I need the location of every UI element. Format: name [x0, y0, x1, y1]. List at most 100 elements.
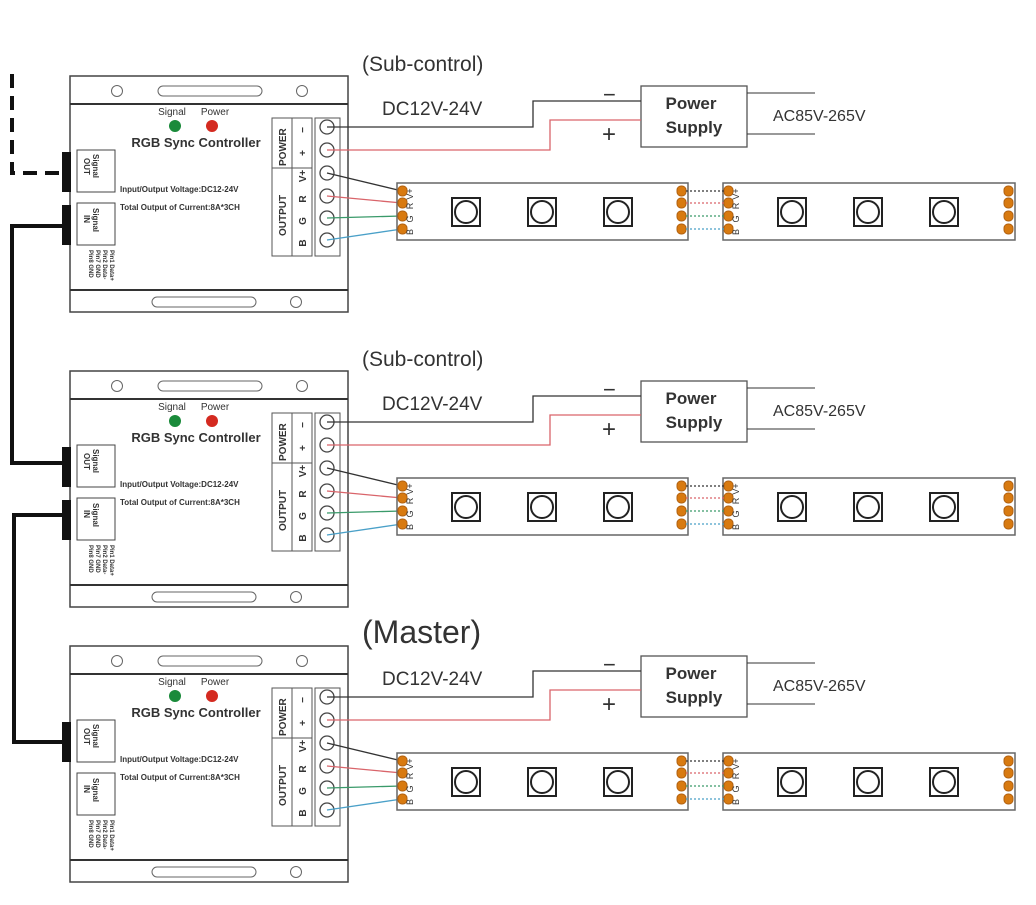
signal-cables: [10, 74, 62, 744]
led-strip-1: V+RGB: [396, 182, 689, 241]
led-lens-icon: [780, 200, 804, 224]
strip-pin-label: R: [405, 772, 415, 779]
signal-led-label: Signal: [158, 107, 186, 118]
solder-pad: [676, 185, 687, 197]
led-lens-icon: [606, 200, 630, 224]
strip-pin-label: G: [405, 215, 415, 222]
mount-slot: [157, 380, 263, 392]
signal-cable-row2-to-row3: [12, 513, 62, 744]
plus-label: +: [602, 691, 616, 718]
terminal-label-3: V+: [298, 740, 309, 753]
pin-label: Pin7 GND: [94, 820, 100, 848]
solder-pad: [676, 210, 687, 222]
signal-out-label: OUT: [82, 158, 91, 175]
solder-pad: [1003, 755, 1014, 767]
signal-in-label: IN: [82, 785, 91, 793]
wire-output-B: [326, 228, 403, 241]
led-lens-icon: [454, 495, 478, 519]
strip-pin-label: B: [731, 229, 741, 235]
pin-label: Pin8 GND: [87, 250, 93, 278]
role-label: (Sub-control): [362, 348, 483, 371]
led-lens-icon: [606, 495, 630, 519]
wire-output-B: [326, 798, 403, 811]
power-led-icon: [206, 690, 218, 702]
output-group-label: OUTPUT: [278, 490, 289, 531]
wire-output-V+: [326, 172, 403, 192]
spec-current: Total Output of Current:8A*3CH: [120, 498, 240, 507]
solder-pad: [1003, 793, 1014, 805]
signal-led-label: Signal: [158, 402, 186, 413]
solder-pad: [676, 793, 687, 805]
power-supply-label: Power: [665, 664, 716, 683]
pin-label: Pin1 Data+: [108, 820, 114, 851]
terminal-label-2: +: [298, 720, 309, 726]
signal-out-plug: [62, 152, 71, 192]
signal-out-port: [76, 444, 116, 488]
power-supply-box: [640, 85, 748, 148]
signal-out-port: [76, 719, 116, 763]
power-supply-label: Power: [665, 94, 716, 113]
led-lens-icon: [530, 770, 554, 794]
solder-pad: [676, 518, 687, 530]
wire-output-R: [326, 765, 403, 774]
power-supply-label: Supply: [666, 413, 723, 432]
terminal-label-2: +: [298, 150, 309, 156]
strip-pin-label: G: [731, 785, 741, 792]
mount-hole-icon: [111, 655, 123, 667]
wire-output-R: [326, 195, 403, 204]
solder-pad: [1003, 223, 1014, 235]
wire-output-V+: [326, 742, 403, 762]
power-led-icon: [206, 120, 218, 132]
solder-pad: [1003, 492, 1014, 504]
led-lens-icon: [530, 495, 554, 519]
signal-in-port: [76, 772, 116, 816]
mount-hole-icon: [296, 85, 308, 97]
signal-in-label: Signal: [91, 778, 100, 802]
led-strip-1: V+RGB: [396, 752, 689, 811]
pin-label: Pin2 Data-: [101, 545, 107, 574]
pin-label: Pin1 Data+: [108, 545, 114, 576]
signal-out-plug: [62, 722, 71, 762]
strip-pin-label: G: [731, 215, 741, 222]
strip-pin-label: V+: [405, 188, 415, 199]
terminal-label-6: B: [298, 239, 309, 246]
role-label: (Sub-control): [362, 53, 483, 76]
solder-pad: [676, 480, 687, 492]
led-lens-icon: [780, 495, 804, 519]
solder-pad: [676, 780, 687, 792]
pin-label: Pin1 Data+: [108, 250, 114, 281]
signal-in-port: [76, 202, 116, 246]
terminal-label-1: −: [298, 127, 309, 133]
solder-pad: [397, 780, 408, 792]
power-led-icon: [206, 415, 218, 427]
dc-voltage-label: DC12V-24V: [382, 669, 483, 690]
pin-label: Pin8 GND: [87, 545, 93, 573]
terminal-label-4: R: [298, 765, 309, 773]
solder-pad: [397, 492, 408, 504]
pin-label: Pin2 Data-: [101, 250, 107, 279]
pin-label: Pin7 GND: [94, 545, 100, 573]
terminal-label-4: R: [298, 195, 309, 203]
mount-slot: [151, 591, 257, 603]
mount-slot: [151, 866, 257, 878]
solder-pad: [397, 197, 408, 209]
wire-power-negative: [327, 670, 641, 698]
wire-power-positive: [327, 689, 641, 721]
controller-title: RGB Sync Controller: [131, 705, 260, 720]
signal-led-label: Signal: [158, 677, 186, 688]
mount-slot: [157, 85, 263, 97]
led-lens-icon: [856, 200, 880, 224]
solder-pad: [1003, 518, 1014, 530]
pin-label: Pin7 GND: [94, 250, 100, 278]
solder-pad: [1003, 197, 1014, 209]
terminal-label-1: −: [298, 697, 309, 703]
mount-hole-icon: [111, 380, 123, 392]
solder-pad: [397, 518, 408, 530]
